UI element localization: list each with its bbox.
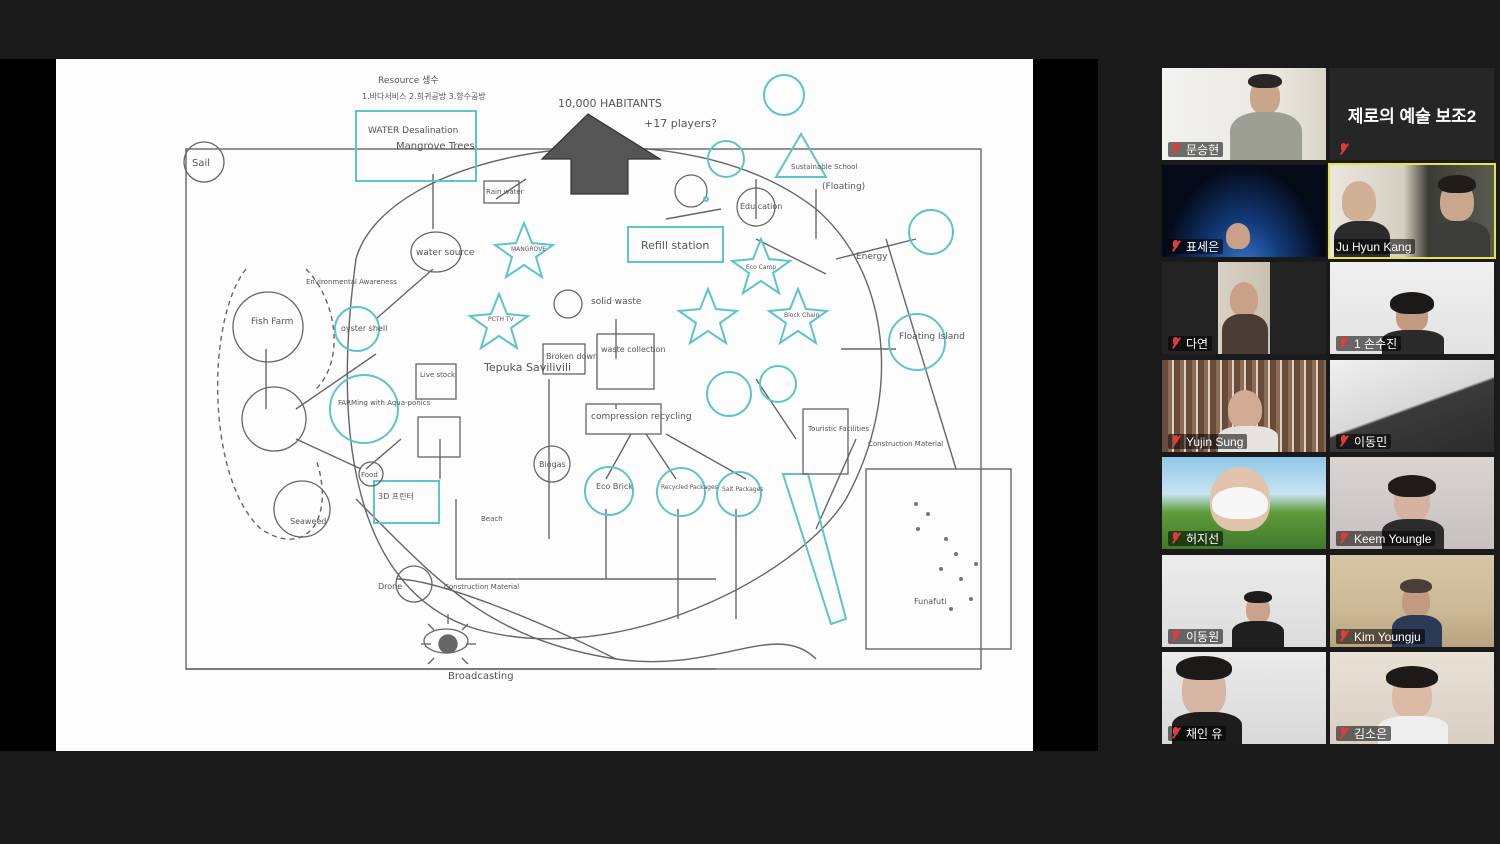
label-broken-down: Broken down bbox=[546, 352, 598, 361]
label-sustainable-school: Sustainable School bbox=[791, 163, 857, 171]
label-salt-packages: Salt Packages bbox=[722, 486, 763, 493]
mic-muted-icon bbox=[1170, 337, 1181, 350]
label-players: +17 players? bbox=[644, 117, 717, 130]
participant-name: 이동민 bbox=[1336, 434, 1392, 449]
participant-name: 문승현 bbox=[1168, 142, 1224, 157]
participant-tile[interactable]: 허지선 bbox=[1162, 457, 1326, 549]
participant-name: 다연 bbox=[1168, 336, 1213, 351]
participant-name: Keem Youngle bbox=[1336, 531, 1436, 546]
label-mangrove: Mangrove Trees bbox=[396, 141, 475, 152]
label-drone: Drone bbox=[378, 582, 402, 591]
mic-muted-icon bbox=[1170, 727, 1181, 740]
label-energy: Energy bbox=[856, 252, 888, 262]
mic-muted-icon bbox=[1338, 143, 1349, 156]
label-broadcasting: Broadcasting bbox=[448, 671, 514, 682]
mic-muted-icon bbox=[1338, 532, 1349, 545]
participant-tile[interactable]: Keem Youngle bbox=[1330, 457, 1494, 549]
participant-tile[interactable]: 김소은 bbox=[1330, 652, 1494, 744]
label-mangrove-star: MANGROVE bbox=[511, 246, 546, 253]
participant-name: 허지선 bbox=[1168, 531, 1224, 546]
label-farming: FARMing with Aqua-ponics bbox=[338, 399, 431, 407]
participant-name: Yujin Sung bbox=[1168, 434, 1248, 449]
label-waste-collection: waste collection bbox=[601, 345, 666, 354]
mic-muted-icon bbox=[1338, 435, 1349, 448]
label-black-star: Block Chain bbox=[784, 312, 819, 319]
mic-muted-icon bbox=[1338, 630, 1349, 643]
label-rain-water: Rain water bbox=[486, 188, 524, 196]
label-environmental: Environmental Awareness bbox=[306, 278, 397, 286]
label-printer: 3D 프린터 bbox=[378, 491, 414, 501]
label-biogas: Biogas bbox=[539, 460, 566, 469]
label-floating-island: Floating Island bbox=[899, 332, 965, 342]
label-livestock: Live stock bbox=[420, 371, 456, 379]
participant-tile[interactable]: Kim Youngju bbox=[1330, 555, 1494, 647]
label-food: Food bbox=[361, 471, 378, 479]
label-touristic: Touristic Facilities bbox=[807, 425, 869, 433]
participant-tile[interactable]: 이동민 bbox=[1330, 360, 1494, 452]
participant-tile[interactable]: 채인 유 bbox=[1162, 652, 1326, 744]
mic-muted-icon bbox=[1170, 240, 1181, 253]
label-tepuka: Tepuka Savilivili bbox=[483, 361, 571, 374]
label-water-desal: WATER Desalination bbox=[368, 126, 458, 136]
participant-tile[interactable]: 다연 bbox=[1162, 262, 1326, 354]
mic-muted-icon bbox=[1170, 630, 1181, 643]
label-fish-farm: Fish Farm bbox=[251, 317, 293, 327]
participant-tile[interactable]: 제로의 예술 보조2 bbox=[1330, 68, 1494, 160]
participant-name: 1 손수진 bbox=[1336, 336, 1402, 351]
mic-muted-icon bbox=[1338, 727, 1349, 740]
label-construction-material: Construction Material bbox=[868, 440, 943, 448]
label-sail: Sail bbox=[192, 158, 210, 169]
label-compression: compression recycling bbox=[591, 412, 692, 422]
shared-screen[interactable]: Sail Resource 생수 1.바다서비스 2.희귀공방 3.향수공방 W… bbox=[0, 59, 1098, 751]
label-habitants: 10,000 HABITANTS bbox=[558, 97, 662, 110]
mic-muted-icon bbox=[1170, 532, 1181, 545]
participant-tile[interactable]: Yujin Sung bbox=[1162, 360, 1326, 452]
participant-tile[interactable]: 1 손수진 bbox=[1330, 262, 1494, 354]
label-beach: Beach bbox=[481, 515, 503, 523]
label-recycled-packages: Recycled Packages bbox=[661, 484, 718, 491]
label-resource-list: 1.바다서비스 2.희귀공방 3.향수공방 bbox=[362, 91, 486, 101]
label-water-source: water source bbox=[416, 248, 475, 258]
mic-muted-icon bbox=[1170, 435, 1181, 448]
label-funafuti: Funafuti bbox=[914, 597, 946, 606]
label-refill-station: Refill station bbox=[641, 239, 709, 252]
mic-muted-icon bbox=[1338, 337, 1349, 350]
participant-tile[interactable]: 이동원 bbox=[1162, 555, 1326, 647]
mic-muted-icon bbox=[1170, 143, 1181, 156]
participant-tile[interactable]: 표세은 bbox=[1162, 165, 1326, 257]
label-edu-center: Edu cation bbox=[740, 202, 782, 211]
label-construction: Construction Material bbox=[444, 583, 519, 591]
label-resource: Resource 생수 bbox=[378, 75, 439, 86]
label-oyster-shell: oyster shell bbox=[341, 324, 387, 333]
participant-name: 표세은 bbox=[1168, 239, 1224, 254]
label-eco-star: Eco Camp bbox=[746, 264, 776, 271]
sketch-drawing: Sail Resource 생수 1.바다서비스 2.희귀공방 3.향수공방 W… bbox=[56, 59, 1033, 751]
label-floating: (Floating) bbox=[822, 182, 865, 192]
label-seaweed: Seaweed bbox=[290, 517, 326, 526]
participant-name: 김소은 bbox=[1336, 726, 1392, 741]
participant-tile-active-speaker[interactable]: Ju Hyun Kang bbox=[1328, 163, 1496, 259]
label-pctv: PCTH TV bbox=[488, 316, 515, 323]
sketch-canvas: Sail Resource 생수 1.바다서비스 2.희귀공방 3.향수공방 W… bbox=[183, 74, 1012, 682]
label-eco-brick: Eco Brick bbox=[596, 482, 633, 491]
label-solid-waste: solid waste bbox=[591, 297, 642, 307]
participant-name: Ju Hyun Kang bbox=[1334, 239, 1416, 254]
participant-tile[interactable]: 문승현 bbox=[1162, 68, 1326, 160]
participant-banner-name: 제로의 예술 보조2 bbox=[1347, 107, 1477, 126]
participant-name bbox=[1336, 142, 1358, 157]
participant-name: 이동원 bbox=[1168, 629, 1224, 644]
participant-name: Kim Youngju bbox=[1336, 629, 1425, 644]
participant-name: 채인 유 bbox=[1168, 726, 1227, 741]
